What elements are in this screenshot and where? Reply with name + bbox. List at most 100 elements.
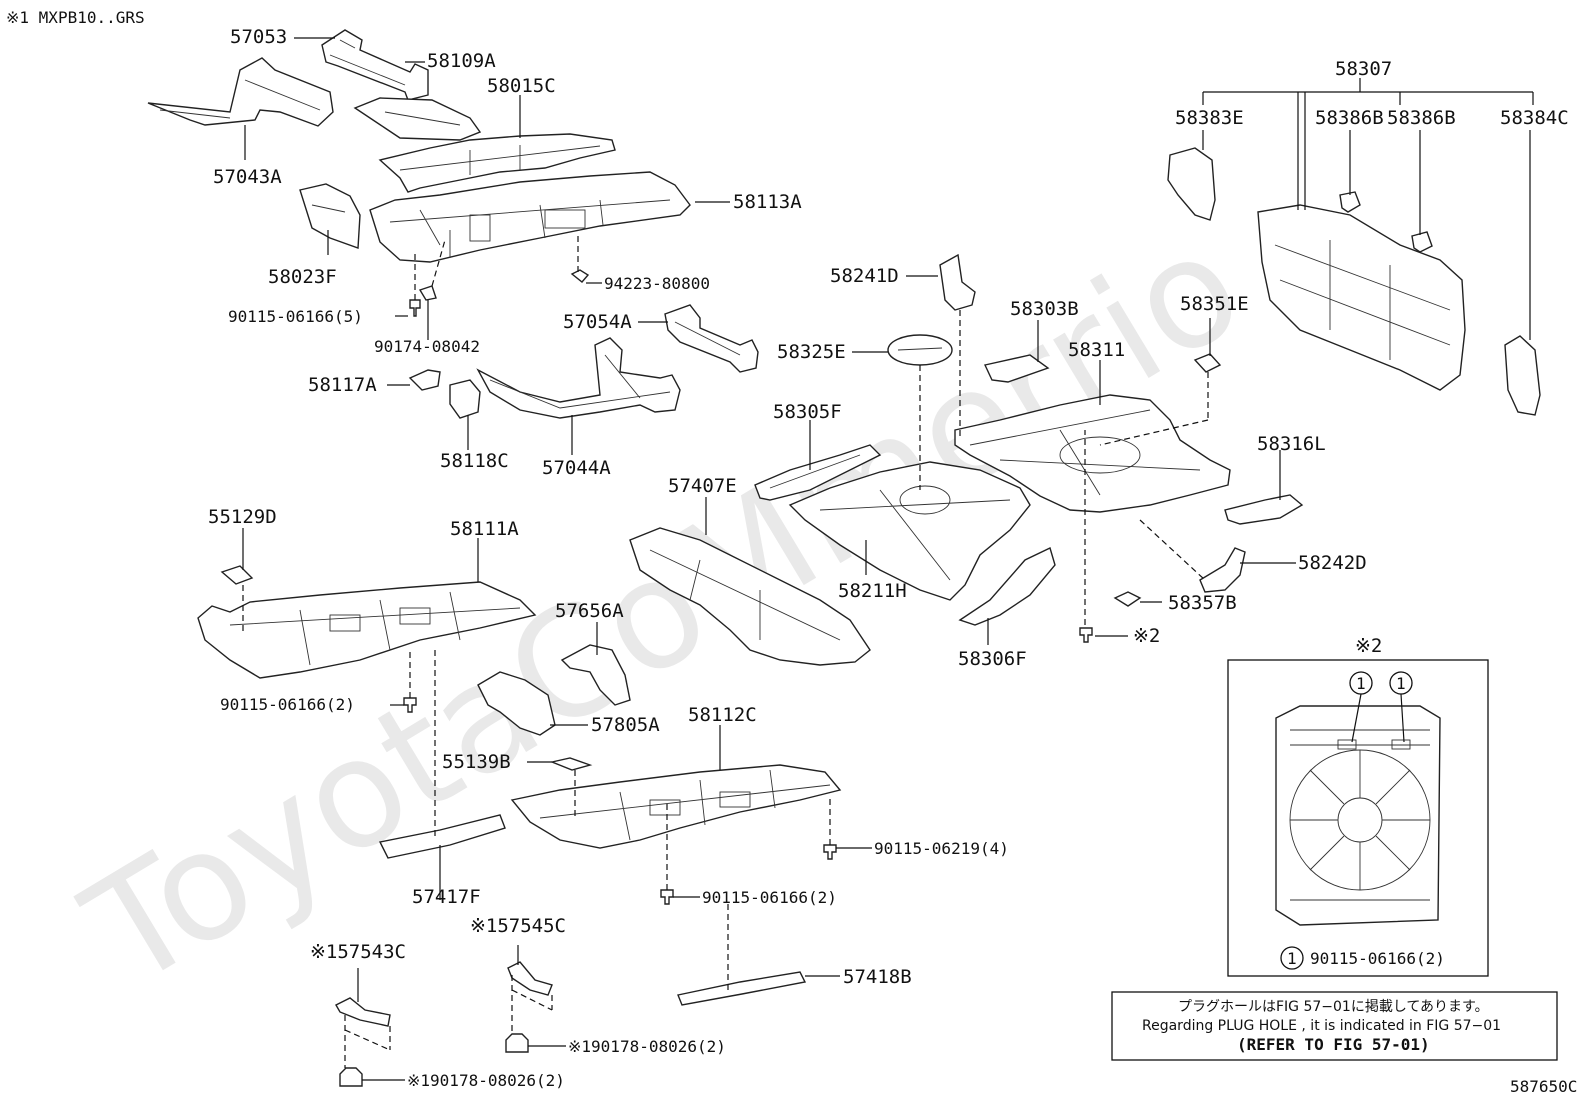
label-58111A: 58111A bbox=[450, 518, 519, 540]
label-58384C: 58384C bbox=[1500, 107, 1569, 129]
part-57407E-shape bbox=[629, 527, 871, 666]
part-55129D-shape bbox=[220, 565, 254, 585]
label-ref2: ※2 bbox=[1133, 625, 1160, 647]
label-55139B: 55139B bbox=[442, 751, 511, 773]
bolt-90115-shape bbox=[409, 299, 421, 317]
label-58311: 58311 bbox=[1068, 339, 1125, 361]
label-57043A: 57043A bbox=[213, 166, 282, 188]
label-58015C: 58015C bbox=[487, 75, 556, 97]
label-58307: 58307 bbox=[1335, 58, 1392, 80]
part-57805A-shape bbox=[477, 671, 556, 736]
label-57805A: 57805A bbox=[591, 714, 660, 736]
label-58023F: 58023F bbox=[268, 266, 337, 288]
part-94223-shape bbox=[570, 269, 590, 283]
note-line-en: Regarding PLUG HOLE , it is indicated in… bbox=[1142, 1018, 1501, 1034]
label-57407E: 57407E bbox=[668, 475, 737, 497]
part-58386B-1-shape bbox=[1339, 191, 1361, 213]
label-58386B-1: 58386B bbox=[1315, 107, 1384, 129]
label-57543C: ※157543C bbox=[310, 941, 406, 963]
part-58384C-shape bbox=[1504, 335, 1541, 416]
label-58383E: 58383E bbox=[1175, 107, 1244, 129]
inset-callout-a: 1 bbox=[1356, 674, 1366, 693]
part-57543C-shape bbox=[335, 997, 391, 1027]
model-note: ※1 MXPB10..GRS bbox=[6, 8, 145, 27]
label-94223-80800: 94223-80800 bbox=[604, 274, 710, 293]
label-58325E: 58325E bbox=[777, 341, 846, 363]
part-57417F-shape bbox=[378, 814, 506, 859]
part-57054A-shape bbox=[664, 304, 759, 373]
label-90174-08042: 90174-08042 bbox=[374, 337, 480, 356]
part-57044A-shape bbox=[476, 337, 681, 419]
label-58242D: 58242D bbox=[1298, 552, 1367, 574]
nut-190178a-shape bbox=[505, 1033, 529, 1053]
label-190178-08026-b: ※190178-08026(2) bbox=[407, 1071, 565, 1090]
label-58305F: 58305F bbox=[773, 401, 842, 423]
inset-legend-circle bbox=[1280, 946, 1304, 970]
note-line-jp: プラグホールはFIG 57−01に掲載してあります。 bbox=[1178, 999, 1489, 1015]
part-58113A-shape bbox=[369, 171, 691, 263]
label-57054A: 57054A bbox=[563, 311, 632, 333]
bolt-ref2-shape bbox=[1079, 627, 1093, 643]
leader-lines bbox=[242, 37, 1534, 1081]
label-58351E: 58351E bbox=[1180, 293, 1249, 315]
part-57656A-shape bbox=[560, 644, 631, 706]
part-57043A-shape bbox=[147, 57, 334, 127]
label-57418B: 57418B bbox=[843, 966, 912, 988]
bolt-90115-2a-shape bbox=[403, 697, 417, 713]
label-58386B-2: 58386B bbox=[1387, 107, 1456, 129]
label-58316L: 58316L bbox=[1257, 433, 1326, 455]
part-55139B-shape bbox=[549, 757, 593, 771]
part-58383E-shape bbox=[1167, 147, 1216, 221]
part-57545C-shape bbox=[507, 961, 553, 996]
part-labels: 57053 58109A 58015C 57043A 58113A 58023F… bbox=[208, 26, 1569, 1090]
label-58112C: 58112C bbox=[688, 704, 757, 726]
inset-floor-panel bbox=[1275, 705, 1441, 926]
label-57417F: 57417F bbox=[412, 886, 481, 908]
label-58113A: 58113A bbox=[733, 191, 802, 213]
part-58023F-shape bbox=[299, 183, 361, 249]
part-57418B-shape bbox=[677, 971, 807, 1006]
inset-frame bbox=[1227, 659, 1489, 977]
label-57656A: 57656A bbox=[555, 600, 624, 622]
note-frame bbox=[1111, 991, 1558, 1061]
label-58303B: 58303B bbox=[1010, 298, 1079, 320]
label-57044A: 57044A bbox=[542, 457, 611, 479]
label-58117A: 58117A bbox=[308, 374, 377, 396]
part-58117A-shape bbox=[408, 369, 441, 391]
bolt-90115-4-shape bbox=[823, 844, 837, 860]
note-line-refer: (REFER TO FIG 57-01) bbox=[1237, 1035, 1430, 1054]
plug-hole-note: プラグホールはFIG 57−01に掲載してあります。 Regarding PLU… bbox=[1111, 991, 1558, 1061]
part-58357B-shape bbox=[1113, 591, 1142, 607]
label-55129D: 55129D bbox=[208, 506, 277, 528]
part-58112C-shape bbox=[510, 764, 842, 849]
label-57545C: ※157545C bbox=[470, 915, 566, 937]
part-58211H-shape bbox=[788, 461, 1031, 601]
label-90115-06166-2b: 90115-06166(2) bbox=[702, 888, 837, 907]
part-58118C-shape bbox=[449, 379, 481, 419]
part-58311-shape bbox=[954, 394, 1231, 513]
clip-90174-shape bbox=[418, 285, 437, 301]
label-58118C: 58118C bbox=[440, 450, 509, 472]
part-58325E-shape bbox=[887, 334, 953, 366]
inset-legend-number: 1 bbox=[1287, 949, 1297, 968]
label-58306F: 58306F bbox=[958, 648, 1027, 670]
part-58242D-shape bbox=[1199, 547, 1246, 593]
label-58357B: 58357B bbox=[1168, 592, 1237, 614]
label-90115-06219-4: 90115-06219(4) bbox=[874, 839, 1009, 858]
bolt-90115-2b-shape bbox=[660, 889, 674, 905]
inset-title: ※2 bbox=[1355, 635, 1382, 657]
part-58306F-shape bbox=[958, 547, 1056, 626]
inset-legend-text: 90115-06166(2) bbox=[1310, 949, 1445, 968]
inset-callout-b: 1 bbox=[1396, 674, 1406, 693]
label-190178-08026-a: ※190178-08026(2) bbox=[568, 1037, 726, 1056]
part-58307-panel-shape bbox=[1257, 204, 1466, 391]
part-58316L-shape bbox=[1224, 494, 1304, 525]
part-58351E-shape bbox=[1193, 353, 1222, 373]
label-90115-06166-2a: 90115-06166(2) bbox=[220, 695, 355, 714]
part-58305F-shape bbox=[754, 444, 882, 501]
part-58241D-shape bbox=[939, 253, 976, 311]
label-57053: 57053 bbox=[230, 26, 287, 48]
part-57053-shape bbox=[321, 29, 429, 101]
inset-ref2: ※2 1 1 1 90115-06166(2) bbox=[1227, 635, 1489, 977]
